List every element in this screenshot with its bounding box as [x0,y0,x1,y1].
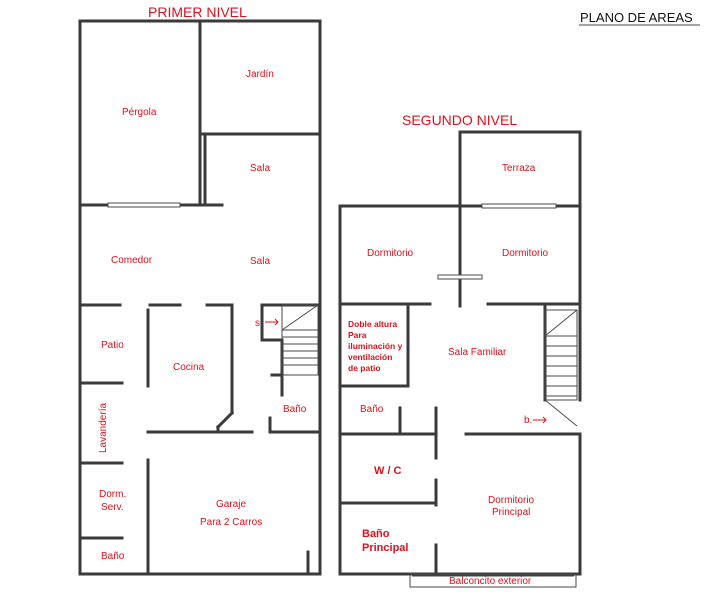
room-doble-altura: Doble altura Para iluminación y ventilac… [348,319,403,373]
doble-altura-line3: iluminación y [348,341,403,351]
stair-arrow-second [533,416,547,424]
room-dorm-principal-line2: Principal [492,507,530,518]
stair-mark-first: s. [255,318,263,329]
doble-altura-line5: de patio [348,363,381,373]
stair-mark-second: b. [524,415,532,426]
room-lavanderia: Lavandería [98,403,109,453]
room-terraza: Terraza [502,163,536,174]
stair-first-floor [281,304,319,376]
room-dormitorio-right: Dormitorio [502,248,549,259]
room-cocina: Cocina [173,362,205,373]
doble-altura-line2: Para [348,330,367,340]
room-sala-lower: Sala [250,256,270,267]
first-floor-heading: PRIMER NIVEL [148,4,247,20]
room-bano-second: Baño [360,404,384,415]
room-comedor: Comedor [111,255,153,266]
room-dorm-serv-line2: Serv. [101,502,124,513]
doble-altura-line1: Doble altura [348,319,397,329]
room-wc: W / C [374,465,402,477]
plan-title: PLANO DE AREAS [580,10,693,25]
stair-arrow-first [265,318,279,326]
balcony [409,573,577,588]
room-jardin: Jardín [246,69,274,80]
room-bano-stair: Baño [283,404,307,415]
balconcito-label: Balconcito exterior [449,576,532,587]
room-pergola: Pérgola [122,107,157,118]
room-dormitorio-left: Dormitorio [367,248,414,259]
room-garaje: Garaje [216,499,246,510]
room-garaje-note: Para 2 Carros [200,517,262,528]
window [437,274,483,280]
window [481,203,557,209]
room-dorm-principal-line1: Dormitorio [488,495,535,506]
window [107,202,181,208]
stair-second-floor [544,309,578,427]
room-patio: Patio [101,340,124,351]
room-bano-principal-line1: Baño [362,528,390,540]
room-dorm-serv-line1: Dorm. [99,489,126,500]
room-sala-upper: Sala [250,163,270,174]
room-bano-principal-line2: Principal [362,542,408,554]
room-sala-familiar: Sala Familiar [448,347,507,358]
second-floor-heading: SEGUNDO NIVEL [402,112,517,128]
room-bano-serv: Baño [101,551,125,562]
doble-altura-line4: ventilación [348,352,392,362]
